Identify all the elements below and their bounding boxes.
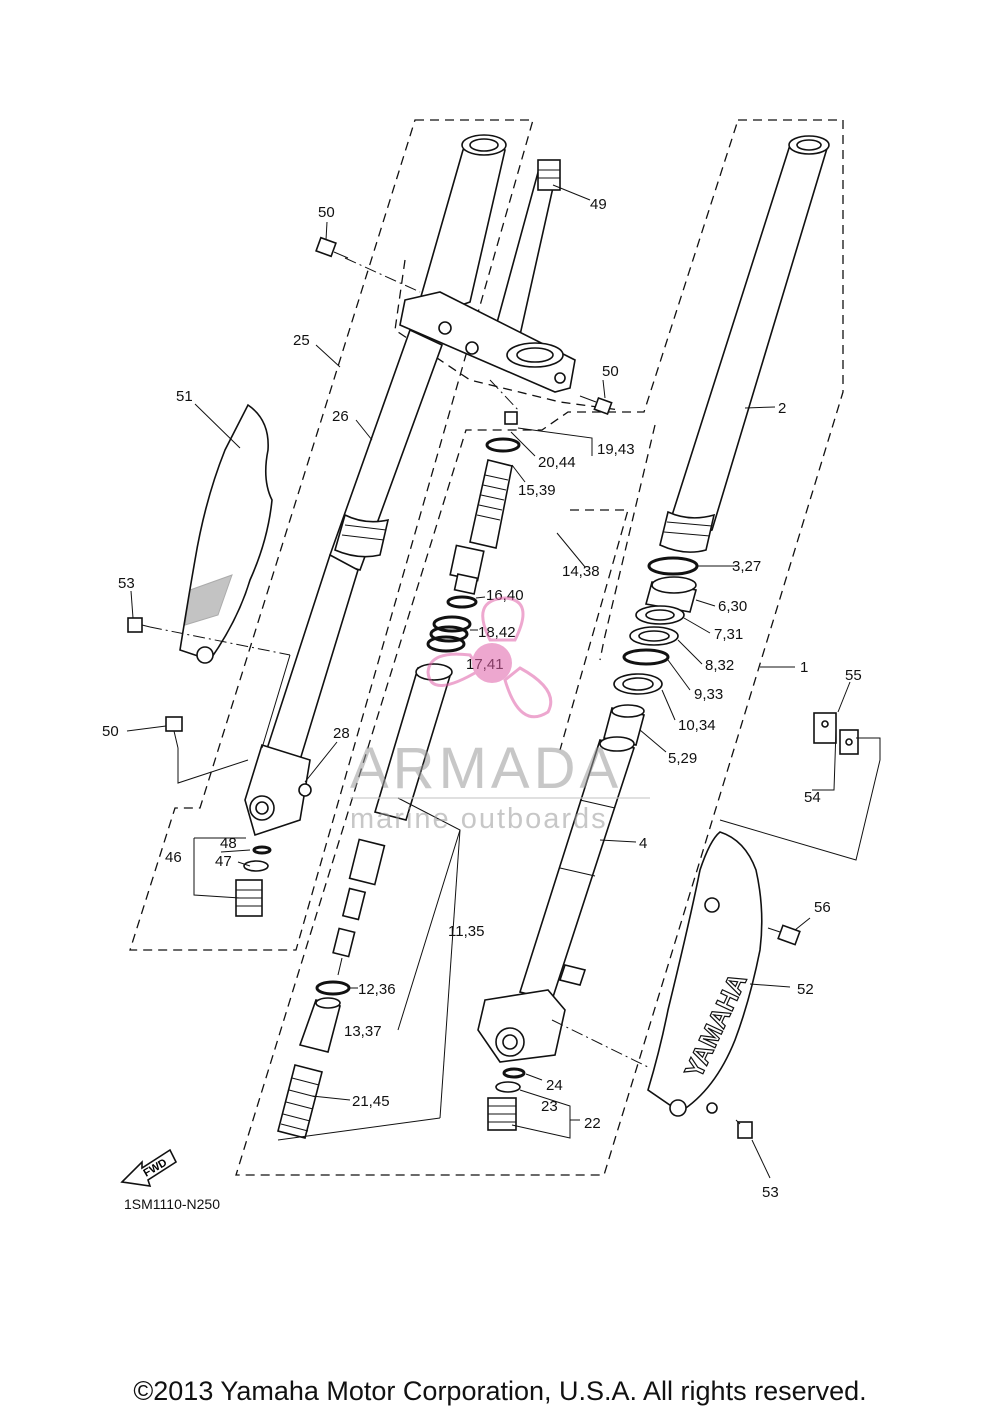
left-axle-bracket [244,743,312,837]
bolt-53-left [127,617,151,633]
callout-23: 23 [541,1098,558,1115]
callout-25: 25 [293,332,310,349]
right-outer-tube-4 [518,736,636,1001]
fwd-arrow-icon: FWD [120,1148,178,1187]
callout-50-right: 50 [602,363,619,380]
diagram-code: 1SM1110-N250 [124,1196,220,1212]
inner-tube-11-35 [332,663,453,976]
bolt-56 [767,924,801,946]
washers-23-24 [495,1067,526,1093]
drain-bolt-22 [487,1097,517,1131]
callout-1: 1 [800,659,808,676]
callout-7-31: 7,31 [714,626,743,643]
callout-52: 52 [797,981,814,998]
bolt-50-top [315,236,349,259]
right-axle-bracket [477,964,587,1063]
callout-46: 46 [165,849,182,866]
axis-line-a [344,257,421,293]
callout-4: 4 [639,835,647,852]
leader-lines [126,184,881,1179]
callout-53-left: 53 [118,575,135,592]
damper-cap-bolt [485,411,521,453]
right-fork-guard-52: YAMAHA [647,831,763,1117]
armada-watermark: ARMADA marine outboards [350,596,650,835]
callout-55: 55 [845,667,862,684]
left-fork-guard-51 [179,403,273,664]
clamp-brackets-54-55 [813,712,859,755]
callout-2: 2 [778,400,786,417]
oil-seal-clip-3-27 [647,556,699,576]
left-fork-assembly-outline [129,119,534,951]
callout-6-30: 6,30 [718,598,747,615]
callout-11-35: 11,35 [448,923,484,940]
right-fork-assembly-outline [235,119,844,1176]
inner-group-outline [559,509,629,751]
callout-19-43: 19,43 [597,441,635,458]
callout-26: 26 [332,408,349,425]
callout-47: 47 [215,853,232,870]
callout-8-32: 8,32 [705,657,734,674]
stopper-ring-9-33 [622,648,670,666]
damper-base-valve [449,459,513,595]
bolt-50-left [165,716,183,749]
callout-50-top: 50 [318,204,335,221]
callout-5-29: 5,29 [668,750,697,767]
o-ring-12-36 [315,980,351,996]
callout-12-36: 12,36 [358,981,396,998]
callout-10-34: 10,34 [678,717,716,734]
bolt-50-right [579,395,613,416]
washer-8-32 [629,626,679,646]
callout-13-37: 13,37 [344,1023,382,1040]
callout-48: 48 [220,835,237,852]
callout-28: 28 [333,725,350,742]
bolt-53-right [735,1119,753,1139]
right-inner-tube-2 [659,135,830,553]
copyright-notice: ©2013 Yamaha Motor Corporation, U.S.A. A… [133,1376,867,1406]
fork-spring-21-45 [277,1064,323,1139]
under-bracket [399,291,576,393]
callout-24: 24 [546,1077,563,1094]
o-ring-16-40 [446,595,478,609]
slide-metal-10-34 [613,673,663,695]
callout-53-right: 53 [762,1184,779,1201]
watermark-brand: ARMADA [350,736,622,801]
callout-20-44: 20,44 [538,454,576,471]
oil-seal-7-31 [635,605,685,625]
callout-9-33: 9,33 [694,686,723,703]
callout-49: 49 [590,196,607,213]
callout-51: 51 [176,388,193,405]
bushing-5-29 [603,704,645,746]
damper-group-outline [599,424,656,661]
dust-seal-6-30 [644,576,698,613]
callout-14-38: 14,38 [562,563,600,580]
callout-labels: 1 2 3,27 4 5,29 6,30 7,31 8,32 9,33 10,3… [102,196,862,1201]
piston-ring-stack-18-42 [426,615,472,653]
left-drain-bolt-46 [235,845,272,917]
axis-line-b [149,626,291,656]
callout-3-27: 3,27 [732,558,761,575]
callout-50-left: 50 [102,723,119,740]
callout-56: 56 [814,899,831,916]
axis-line-c [551,1019,651,1069]
propeller-logo-icon [426,596,553,719]
callout-15-39: 15,39 [518,482,556,499]
callout-54: 54 [804,789,821,806]
bracket-outline [394,259,621,411]
spring-guide-13-37 [298,997,341,1053]
callout-22: 22 [584,1115,601,1132]
watermark-tagline: marine outboards [350,803,608,835]
steering-stem [494,159,561,336]
axis-line-d [489,379,521,413]
callout-21-45: 21,45 [352,1093,390,1110]
